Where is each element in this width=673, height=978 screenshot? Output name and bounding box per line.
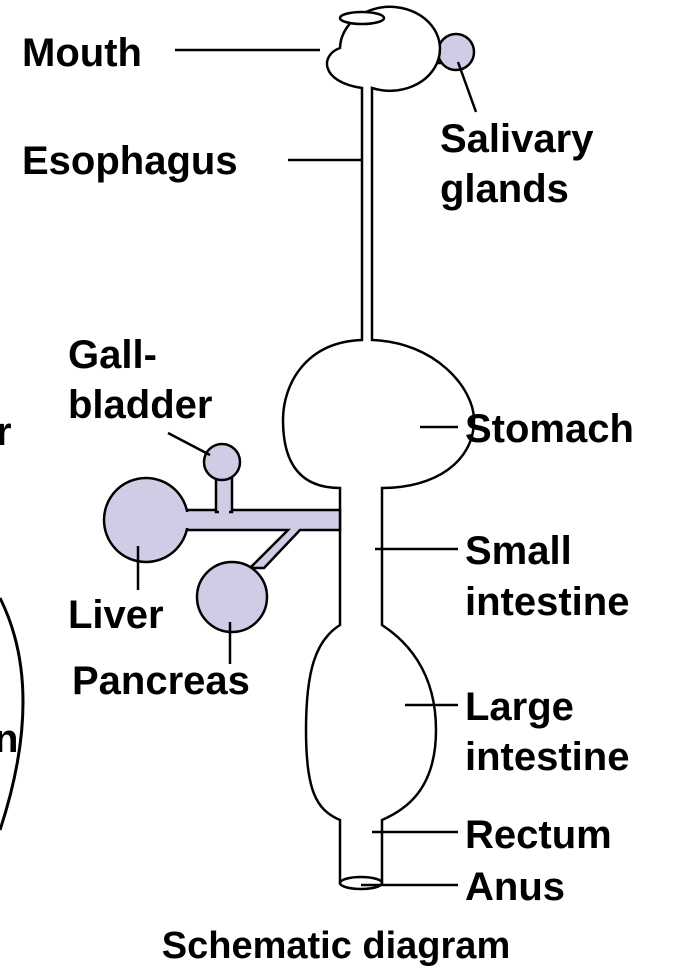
- label-large-line2: intestine: [465, 735, 629, 779]
- label-liver: Liver: [68, 593, 164, 637]
- label-gall-line1: Gall-: [68, 333, 157, 377]
- label-small-line2: intestine: [465, 580, 629, 624]
- cropped-fragment-upper: r: [0, 410, 12, 454]
- label-salivary-line1: Salivary: [440, 117, 594, 161]
- diagram-caption: Schematic diagram: [162, 925, 510, 967]
- label-esophagus: Esophagus: [22, 139, 238, 183]
- anus-opening: [340, 877, 382, 889]
- liver: [104, 478, 188, 562]
- cropped-neighbor-arc: [0, 598, 23, 830]
- gallbladder: [204, 444, 240, 480]
- bile-duct: [186, 510, 340, 568]
- label-salivary-line2: glands: [440, 167, 569, 211]
- label-small-line1: Small: [465, 529, 572, 573]
- cropped-fragment-lower: n: [0, 717, 18, 761]
- label-anus: Anus: [465, 865, 565, 909]
- label-mouth: Mouth: [22, 31, 142, 75]
- leader-salivary: [458, 62, 476, 112]
- label-gall-line2: bladder: [68, 383, 212, 427]
- mouth-opening: [340, 12, 384, 24]
- leader-gallbladder: [168, 433, 210, 455]
- label-pancreas: Pancreas: [72, 659, 250, 703]
- label-rectum: Rectum: [465, 813, 612, 857]
- label-large-line1: Large: [465, 685, 574, 729]
- label-stomach: Stomach: [465, 407, 634, 451]
- pancreas: [197, 562, 267, 632]
